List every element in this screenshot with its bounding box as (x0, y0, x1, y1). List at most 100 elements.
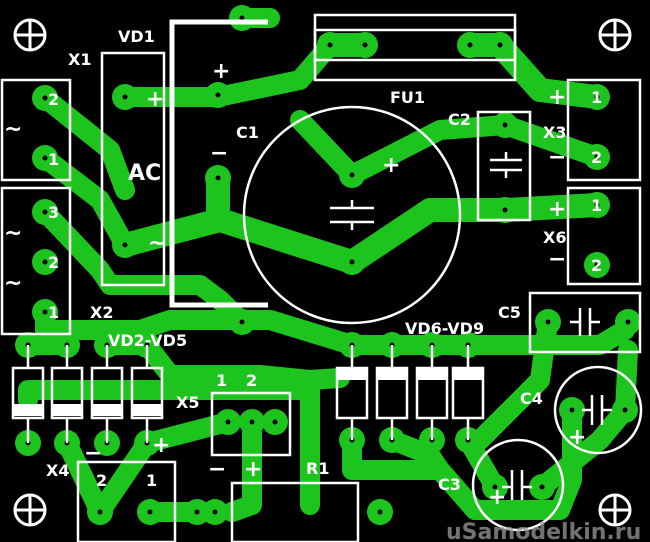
label-x4: X4 (46, 461, 69, 480)
pad (32, 299, 58, 325)
silkscreen (0, 13, 643, 542)
x6-pin1: 1 (591, 196, 602, 215)
x5-outline (210, 391, 292, 457)
pad (352, 32, 378, 58)
pad (584, 144, 610, 170)
capacitor-symbols (330, 152, 612, 500)
pad (612, 397, 638, 423)
mounting-hole-icon (13, 493, 47, 527)
x6-plus: + (548, 197, 566, 222)
pad (584, 84, 610, 110)
pad (367, 499, 393, 525)
pad (492, 197, 518, 223)
vd1-outline (100, 51, 166, 287)
x5-pin2: 2 (246, 371, 257, 390)
pad (482, 474, 508, 500)
pad (492, 112, 518, 138)
diode (50, 345, 84, 443)
label-x6: X6 (543, 228, 566, 247)
x2-pin3: 3 (48, 203, 59, 222)
label-c2: C2 (448, 110, 471, 129)
pad (184, 499, 210, 525)
c1-bracket (169, 19, 268, 308)
diode (375, 345, 409, 440)
c3-outline (471, 438, 565, 532)
x2-pin1: 1 (48, 303, 59, 322)
pad (339, 249, 365, 275)
mounting-hole-icon (598, 493, 632, 527)
x1-pin1: 1 (48, 150, 59, 169)
pad (584, 252, 610, 278)
label-c4: C4 (520, 389, 543, 408)
vd1-ac: AC (128, 161, 161, 186)
x4-minus: − (84, 441, 102, 466)
mounting-hole-icon (598, 18, 632, 52)
pad (205, 165, 231, 191)
pad (112, 84, 138, 110)
x1-ac-symbol: ~ (4, 117, 22, 142)
label-c3: C3 (438, 475, 461, 494)
pad (137, 499, 163, 525)
pad (202, 499, 228, 525)
pad (229, 5, 255, 31)
vd1-plus: + (146, 87, 164, 112)
pad (32, 249, 58, 275)
x2-ac-symbol-1: ~ (4, 221, 22, 246)
c2-outline (476, 110, 532, 222)
vd1-tilde: ~ (148, 231, 166, 256)
c4-plus: + (568, 425, 586, 450)
pad (317, 32, 343, 58)
label-vd6-vd9: VD6-VD9 (405, 319, 484, 338)
r1-outline (230, 481, 360, 542)
x6-pin2: 2 (591, 256, 602, 275)
x3-pin1: 1 (591, 88, 602, 107)
x4-pin2: 2 (96, 471, 107, 490)
label-vd1: VD1 (118, 27, 155, 46)
x2-outline (0, 186, 72, 336)
pad (262, 409, 288, 435)
diode (451, 345, 485, 440)
x3-plus: + (548, 85, 566, 110)
diode (335, 345, 369, 440)
x5-plus: + (244, 457, 262, 482)
pad (112, 232, 138, 258)
c1-outline (242, 105, 462, 325)
pad (559, 397, 585, 423)
x1-pin2: 2 (48, 90, 59, 109)
label-vd2-vd5: VD2-VD5 (108, 331, 187, 350)
c1-minus: − (210, 141, 228, 166)
diode (90, 345, 124, 443)
label-fu1: FU1 (390, 88, 425, 107)
pad (584, 192, 610, 218)
x4-plus: + (152, 433, 170, 458)
label-c1: C1 (236, 123, 259, 142)
c1-circle-plus: + (382, 153, 400, 178)
labels: VD1 X1 2 1 ~ ~ ~ 3 2 1 X2 + AC ~ + C1 − … (4, 27, 641, 542)
x1-outline (0, 78, 72, 182)
pad (215, 409, 241, 435)
pad (32, 85, 58, 111)
c3-plus: + (488, 485, 506, 510)
x6-outline (566, 186, 642, 286)
pad (457, 32, 483, 58)
c5-outline (528, 291, 642, 354)
x2-ac-symbol-2: ~ (4, 271, 22, 296)
x3-outline (566, 78, 642, 182)
label-x2: X2 (90, 303, 113, 322)
mounting-holes (13, 18, 632, 527)
pad (535, 309, 561, 335)
label-x5: X5 (176, 393, 199, 412)
label-c5: C5 (498, 303, 521, 322)
diodes (11, 345, 485, 443)
pad (32, 145, 58, 171)
x5-minus: − (208, 457, 226, 482)
pad (529, 474, 555, 500)
x4-outline (76, 460, 177, 542)
diode (11, 345, 45, 443)
diode (415, 345, 449, 440)
pad (229, 309, 255, 335)
pad (205, 82, 231, 108)
pad (87, 499, 113, 525)
label-x1: X1 (68, 50, 91, 69)
